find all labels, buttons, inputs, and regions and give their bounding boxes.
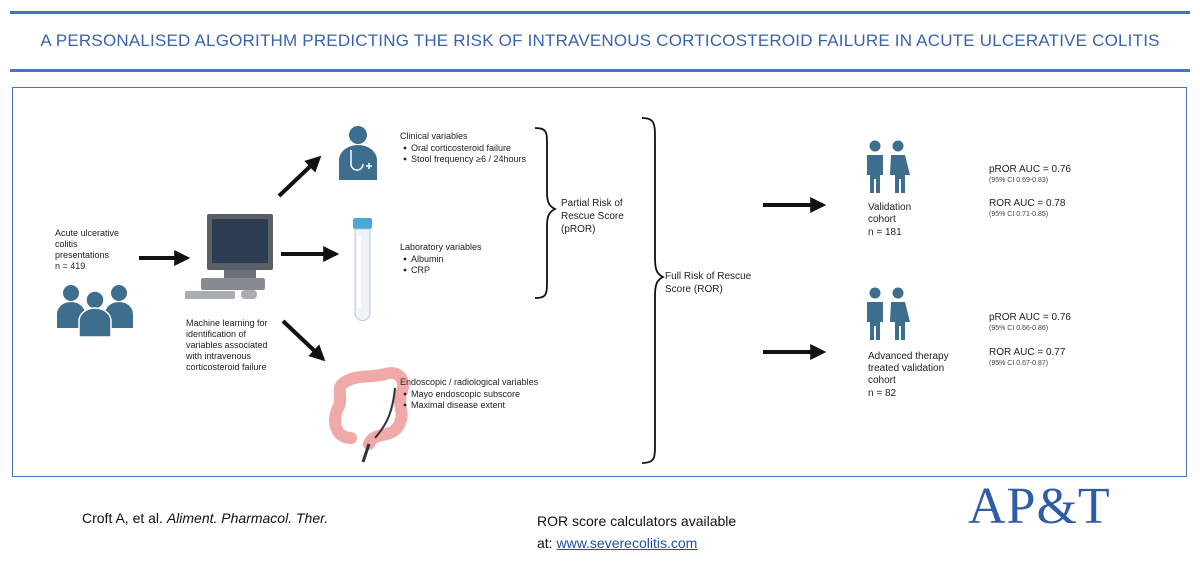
validation-pror-ci: (95% CI 0.69-0.83) (989, 177, 1048, 184)
citation-journal: Aliment. Pharmacol. Ther. (166, 510, 329, 526)
page-title: A PERSONALISED ALGORITHM PREDICTING THE … (40, 31, 1160, 50)
clinical-item: Oral corticosteroid failure (411, 143, 511, 153)
bottom-rule (10, 69, 1190, 72)
ml-label: Machine learning for identification of v… (185, 318, 270, 372)
validation-label: Validation cohort n = 181 (868, 202, 914, 238)
doctor-icon (339, 126, 377, 180)
laboratory-item: Albumin (411, 254, 444, 264)
advanced-ror-ci: (95% CI 0.67-0.87) (989, 360, 1048, 367)
calculator-prefix: at: (537, 535, 553, 551)
algorithm-diagram: Acute ulcerative colitis presentations n… (55, 117, 1071, 464)
calculator-line: ROR score calculators available (537, 513, 737, 529)
partial-label: Partial Risk of Rescue Score (pROR) (561, 198, 627, 235)
advanced-pror-ci: (95% CI 0.66-0.86) (989, 325, 1048, 332)
colon-icon (329, 367, 409, 463)
advanced-pror-auc: pROR AUC = 0.76 (989, 312, 1071, 323)
advanced-label: Advanced therapy treated validation coho… (868, 351, 951, 399)
severecolitis-link[interactable]: www.severecolitis.com (556, 535, 698, 551)
validation-ror-ci: (95% CI 0.71-0.85) (989, 211, 1048, 218)
clinical-item: Stool frequency ≥6 / 24hours (411, 154, 527, 164)
people-group-icon (57, 285, 133, 338)
citation: Croft A, et al. Aliment. Pharmacol. Ther… (82, 510, 328, 526)
computer-icon (185, 214, 273, 299)
arrow-to-endoscopic (281, 319, 326, 362)
couple-icon (867, 287, 910, 340)
apt-logo: AP&T (968, 478, 1111, 535)
top-rule (10, 11, 1190, 14)
arrow-to-clinical (277, 155, 322, 198)
validation-ror-auc: ROR AUC = 0.78 (989, 198, 1066, 209)
citation-authors: Croft A, et al. (82, 510, 163, 526)
endoscopic-heading: Endoscopic / radiological variables (400, 377, 539, 387)
advanced-ror-auc: ROR AUC = 0.77 (989, 347, 1066, 358)
endoscopic-item: Mayo endoscopic subscore (411, 389, 520, 399)
partial-brace (534, 127, 558, 299)
validation-pror-auc: pROR AUC = 0.76 (989, 164, 1071, 175)
full-label: Full Risk of Rescue Score (ROR) (665, 271, 754, 295)
calculator-note: ROR score calculators available at: www.… (537, 510, 736, 554)
input-label: Acute ulcerative colitis presentations n… (55, 228, 122, 271)
couple-icon (867, 140, 910, 193)
diagram-panel: Acute ulcerative colitis presentations n… (12, 87, 1187, 477)
laboratory-heading: Laboratory variables (400, 242, 482, 252)
full-brace (641, 117, 666, 464)
endoscopic-item: Maximal disease extent (411, 400, 506, 410)
test-tube-icon (353, 218, 372, 321)
calculator-link-line: at: www.severecolitis.com (537, 532, 736, 554)
clinical-heading: Clinical variables (400, 131, 468, 141)
laboratory-item: CRP (411, 265, 430, 275)
